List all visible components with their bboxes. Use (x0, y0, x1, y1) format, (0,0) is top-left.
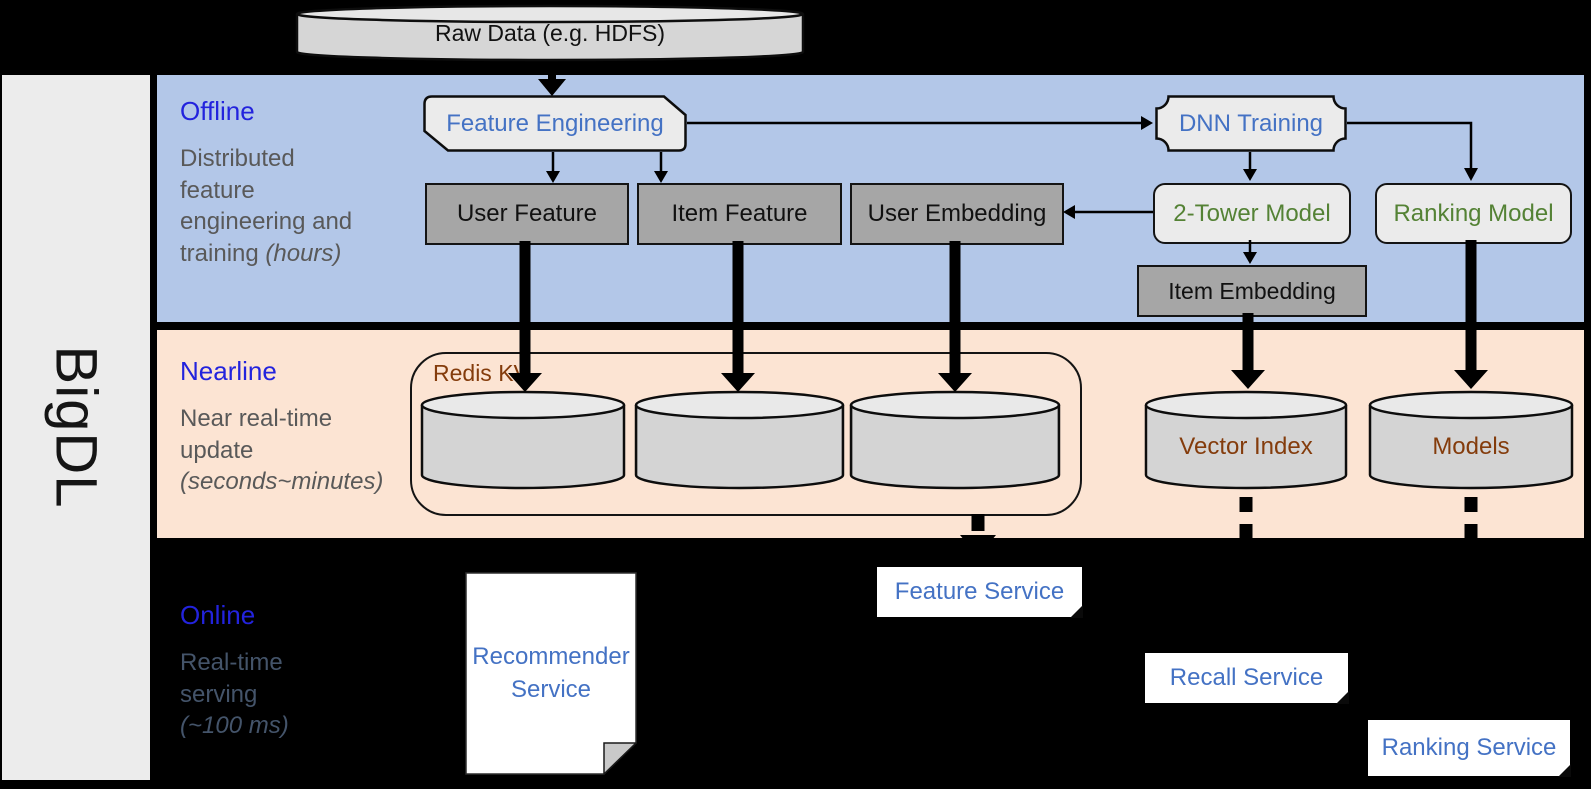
plaque-icon (1155, 95, 1347, 152)
page-curl-icon (1070, 605, 1083, 618)
item-embedding-node: Item Embedding (1137, 265, 1367, 317)
page-curl-icon (1336, 691, 1349, 704)
nearline-section-text: Nearline Near real-time update (seconds~… (180, 356, 440, 498)
redis-kv-container (410, 352, 1082, 516)
redis-cylinder-3 (849, 390, 1061, 490)
offline-desc-line2: feature (180, 176, 255, 204)
offline-desc-line1: Distributed (180, 145, 295, 172)
recommender-service-node: Recommender Service (465, 572, 637, 775)
two-tower-model-node: 2-Tower Model (1153, 183, 1351, 244)
redis-cylinder-1 (420, 390, 626, 490)
cylinder-icon (634, 390, 845, 490)
recall-service-label: Recall Service (1169, 664, 1324, 692)
feature-engineering-label: Feature Engineering (446, 109, 664, 137)
online-title: Online (180, 600, 256, 630)
vector-index-store: Vector Index (1144, 390, 1348, 490)
offline-description: Distributed feature engineering and trai… (180, 143, 430, 270)
ranking-model-label: Ranking Model (1393, 199, 1554, 227)
dnn-training-node: DNN Training (1155, 95, 1347, 152)
ranking-service-label: Ranking Service (1381, 734, 1557, 762)
online-description: Real-time serving (~100 ms) (180, 647, 440, 742)
snip-rect-icon (423, 95, 687, 152)
offline-section-text: Offline Distributed feature engineering … (180, 96, 430, 270)
models-label: Models (1432, 433, 1510, 461)
offline-desc-line3: engineering and (180, 208, 353, 236)
raw-data-store: Raw Data (e.g. HDFS) (295, 4, 805, 62)
bigdl-brand-label: BigDL (43, 345, 109, 509)
online-desc-line3: (~100 ms) (180, 712, 289, 740)
cylinder-icon (295, 4, 805, 62)
nearline-desc-line3: (seconds~minutes) (180, 468, 384, 496)
item-embedding-label: Item Embedding (1168, 277, 1336, 304)
recommender-service-label: Recommender Service (472, 643, 630, 703)
redis-kv-label: Redis KV (433, 360, 529, 386)
document-icon (465, 572, 637, 775)
ranking-model-node: Ranking Model (1375, 183, 1572, 244)
nearline-description: Near real-time update (seconds~minutes) (180, 403, 440, 498)
offline-title: Offline (180, 96, 255, 126)
cylinder-icon (1144, 390, 1348, 490)
feature-service-node: Feature Service (877, 567, 1083, 618)
feature-engineering-node: Feature Engineering (423, 95, 687, 152)
nearline-title: Nearline (180, 356, 277, 386)
user-feature-label: User Feature (456, 200, 598, 228)
two-tower-model-label: 2-Tower Model (1173, 199, 1331, 227)
online-section-text: Online Real-time serving (~100 ms) (180, 600, 440, 742)
dnn-training-label: DNN Training (1178, 109, 1324, 137)
item-feature-node: Item Feature (637, 183, 842, 245)
item-feature-label: Item Feature (671, 200, 808, 228)
recall-service-node: Recall Service (1145, 653, 1349, 704)
user-embedding-node: User Embedding (850, 183, 1064, 245)
raw-data-label: Raw Data (e.g. HDFS) (434, 19, 666, 46)
vector-index-label: Vector Index (1179, 433, 1313, 461)
online-desc-line2: serving (180, 680, 258, 708)
offline-desc-line4: training (hours) (180, 240, 342, 268)
page-curl-icon (1558, 764, 1571, 777)
models-store: Models (1368, 390, 1574, 490)
online-desc-line1: Real-time (180, 649, 283, 676)
nearline-desc-line1: Near real-time (180, 405, 333, 432)
cylinder-icon (1368, 390, 1574, 490)
user-feature-node: User Feature (425, 183, 629, 245)
bigdl-sidebar (2, 75, 150, 780)
feature-service-label: Feature Service (894, 578, 1065, 606)
ranking-service-node: Ranking Service (1368, 720, 1571, 777)
user-embedding-label: User Embedding (867, 200, 1047, 228)
redis-cylinder-2 (634, 390, 845, 490)
cylinder-icon (420, 390, 626, 490)
nearline-desc-line2: update (180, 436, 254, 464)
cylinder-icon (849, 390, 1061, 490)
